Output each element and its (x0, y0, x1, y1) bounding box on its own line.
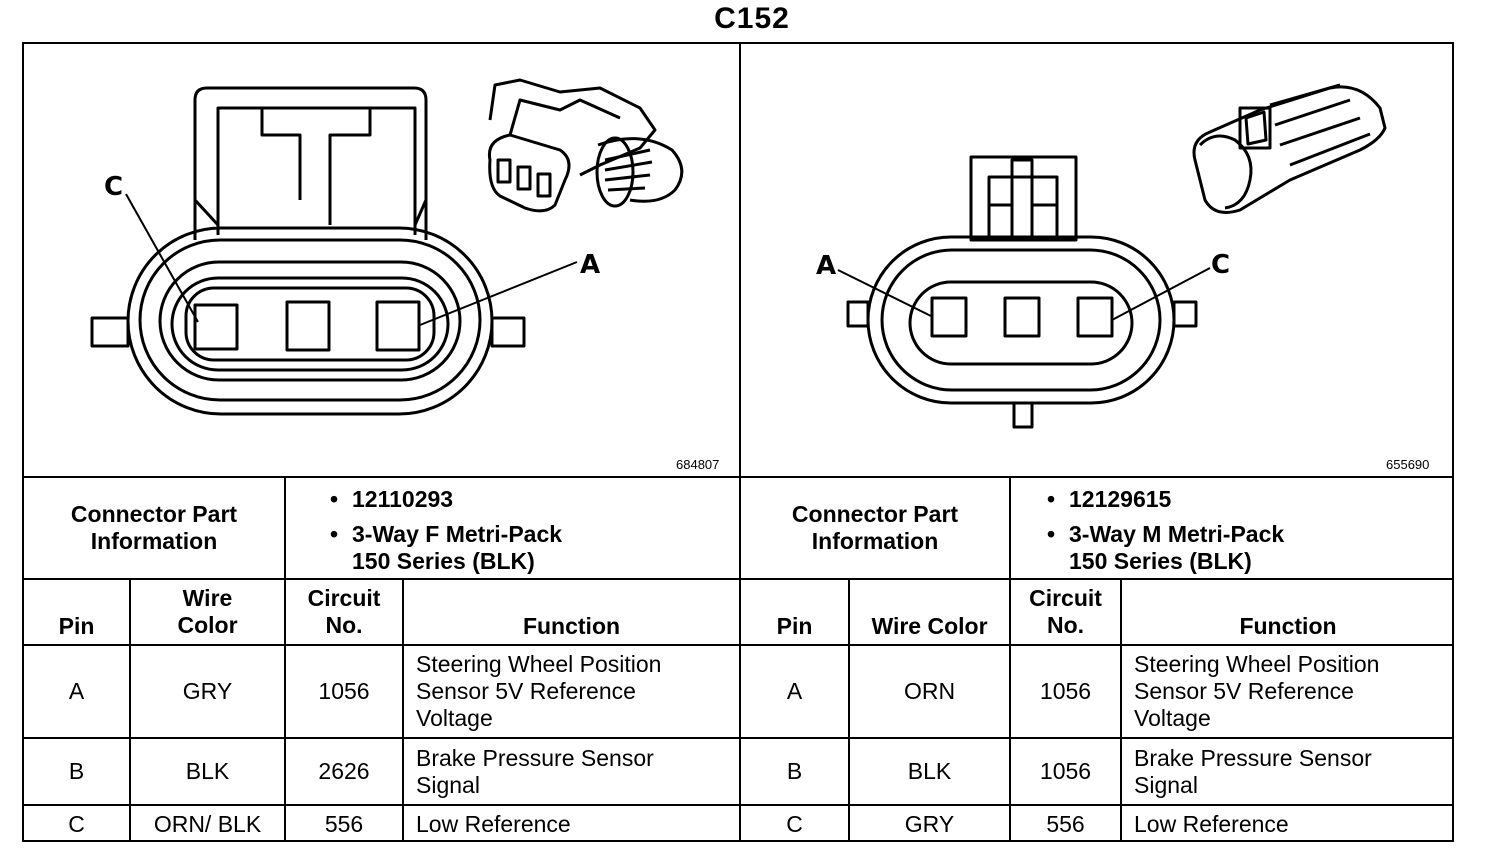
left-row-c-function: Low Reference (416, 810, 571, 837)
left-part-divider (284, 476, 286, 842)
connector-frame (22, 42, 1454, 842)
right-row-b-wire: BLK (907, 758, 952, 784)
right-part-number: 12129615 (1047, 486, 1447, 513)
left-row-a-circuit: 1056 (318, 678, 370, 704)
left-part-info-values: 12110293 3-Way F Metri-Pack 150 Series (… (330, 486, 730, 575)
left-part-desc-line2: 150 Series (BLK) (352, 548, 535, 574)
page-title: C152 (714, 2, 790, 35)
left-figure-number: 684807 (676, 457, 720, 472)
right-part-info-values: 12129615 3-Way M Metri-Pack 150 Series (… (1047, 486, 1447, 575)
header-bottom-line (22, 644, 1454, 646)
left-row-a-pin: A (68, 678, 85, 704)
left-connector-drawing (90, 78, 684, 416)
left-pin-label-a: A (580, 250, 601, 280)
right-pin-label-c: C (1211, 250, 1231, 280)
left-pin-divider (129, 578, 131, 842)
left-row-b-pin: B (68, 758, 85, 784)
right-part-divider (1009, 476, 1011, 842)
right-part-info-label: Connector Part Information (791, 501, 959, 554)
left-row-b-function: Brake Pressure Sensor Signal (416, 744, 654, 798)
right-part-desc-line1: 3-Way M Metri-Pack (1047, 521, 1447, 548)
left-part-info-label: Connector Part Information (70, 501, 238, 554)
left-row-c-wire: ORN/ BLK (153, 810, 262, 837)
right-part-desc-line2: 150 Series (BLK) (1069, 548, 1252, 574)
right-header-function: Function (1239, 613, 1337, 639)
right-row-b-circuit: 1056 (1039, 758, 1092, 784)
right-header-wire-color: Wire Color (871, 613, 988, 639)
right-connector-drawing (837, 83, 1387, 429)
drawing-bottom-line (22, 476, 1454, 478)
row-a-bottom-line (22, 737, 1454, 739)
right-row-c-pin: C (786, 810, 803, 837)
right-row-b-pin: B (786, 758, 803, 784)
right-figure-number: 655690 (1386, 457, 1430, 472)
right-pin-label-a: A (816, 251, 837, 281)
right-row-c-function: Low Reference (1134, 810, 1289, 837)
right-row-a-circuit: 1056 (1039, 678, 1092, 704)
left-header-circuit: Circuit No. (307, 585, 381, 638)
left-circuit-divider (402, 578, 404, 842)
left-row-a-wire: GRY (182, 678, 233, 704)
left-header-pin: Pin (58, 613, 95, 639)
left-pin-label-c: C (104, 172, 124, 202)
left-row-a-function: Steering Wheel Position Sensor 5V Refere… (416, 651, 662, 731)
left-part-number: 12110293 (330, 486, 730, 513)
right-row-c-circuit: 556 (1046, 810, 1085, 837)
left-header-wire-color: Wire Color (177, 585, 238, 638)
left-row-c-pin: C (68, 810, 85, 837)
right-header-pin: Pin (776, 613, 813, 639)
right-row-a-pin: A (786, 678, 803, 704)
right-row-a-function: Steering Wheel Position Sensor 5V Refere… (1134, 651, 1380, 731)
right-header-circuit: Circuit No. (1029, 585, 1102, 638)
left-row-b-circuit: 2626 (318, 758, 370, 784)
right-pin-divider (848, 578, 850, 842)
right-row-a-wire: ORN (903, 678, 956, 704)
center-divider (739, 42, 741, 842)
right-row-c-wire: GRY (904, 810, 955, 837)
left-row-c-circuit: 556 (324, 810, 364, 837)
left-part-desc-line1: 3-Way F Metri-Pack (330, 521, 730, 548)
part-info-bottom-line (22, 578, 1454, 580)
left-row-b-wire: BLK (185, 758, 230, 784)
right-row-b-function: Brake Pressure Sensor Signal (1134, 744, 1372, 798)
right-circuit-divider (1120, 578, 1122, 842)
left-header-function: Function (522, 613, 621, 639)
row-b-bottom-line (22, 804, 1454, 806)
